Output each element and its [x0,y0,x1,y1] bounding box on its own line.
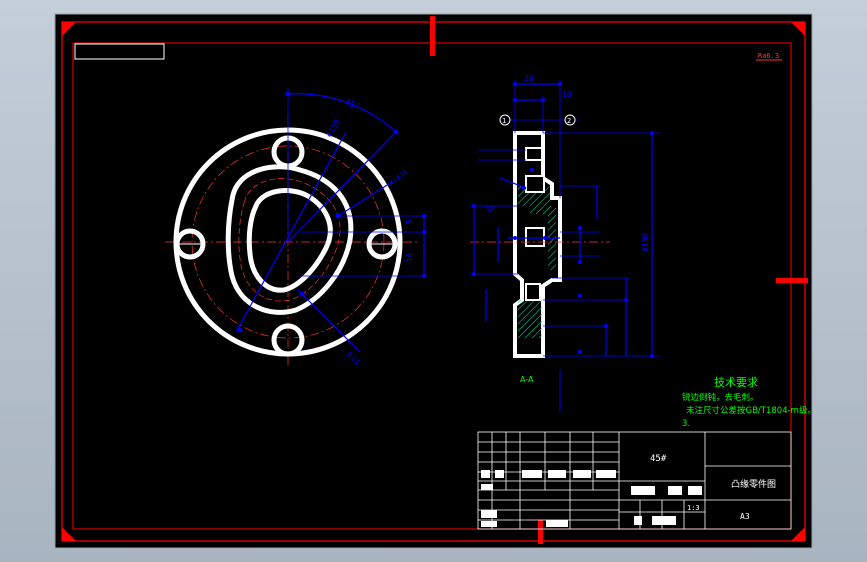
center-mark-top [430,16,435,56]
tech-requirement-line-1: 锐边倒钝，去毛刺。 [682,392,759,403]
front-view: 45° Φ150 4×Φ16 R11 5 16 [165,88,428,368]
pitch-circle [191,145,385,339]
offset-dimension-a: 5 [405,219,414,224]
section-view: 20 10 1 2 Φ190 [470,74,660,412]
tech-requirement-line-3: 3. [682,419,690,429]
svg-text:1: 1 [502,117,506,125]
outer-diameter-dimension: Φ190 [641,233,650,252]
corner-mark-tr [791,22,805,36]
cam-groove-outer [225,164,354,315]
width-dimension-a: 20 [524,74,534,83]
datum-marker-b [564,114,576,126]
center-mark-bottom [538,520,543,544]
sheet-size: A3 [740,512,750,521]
datum-marker-a [499,114,511,126]
hatch-mid [530,206,556,270]
center-mark-right [776,278,808,283]
bolt-hole-right [366,228,398,260]
tech-requirements-heading: 技术要求 [714,376,758,389]
bolt-hole-bottom [271,323,305,357]
svg-text:2: 2 [567,117,571,125]
part-name: 凸缘零件图 [731,478,776,490]
corner-mark-tl [62,22,76,36]
drawing-sheet [54,13,813,549]
hatch-lower [518,300,542,338]
section-label: A-A [520,375,534,384]
corner-mark-br [791,527,805,541]
cam-groove-inner [246,188,333,293]
drawing-number-box [74,43,165,60]
scale-label: 1:3 [687,504,700,512]
title-block-labels [481,470,702,527]
roughness-note: Ra6.3 [758,52,779,60]
technical-requirements: 技术要求 锐边倒钝，去毛刺。 未注尺寸公差按GB/T1804-m级。 3. [682,376,816,429]
material-label: 45# [650,454,667,464]
width-dimension-b: 10 [562,90,572,99]
tech-requirement-line-2: 未注尺寸公差按GB/T1804-m级。 [686,405,816,416]
offset-dimension-b: 16 [405,252,414,262]
bolt-hole-left [174,228,206,260]
corner-mark-bl [62,527,76,541]
